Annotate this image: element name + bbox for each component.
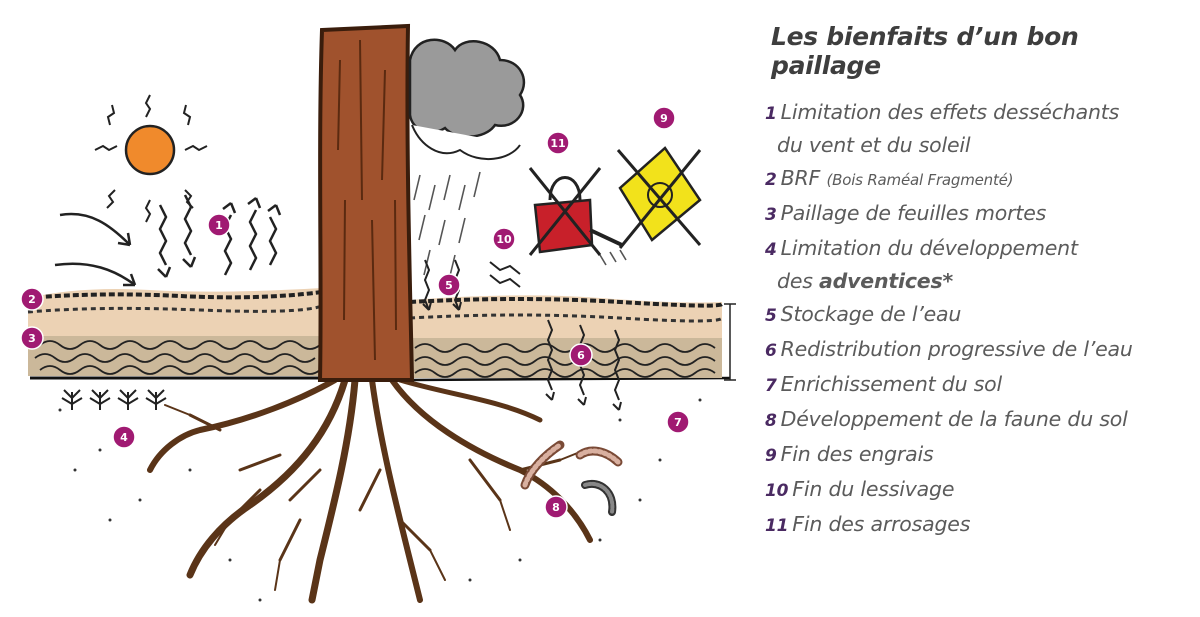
marker-1: 1 bbox=[207, 213, 231, 237]
legend-number: 5 bbox=[765, 306, 777, 326]
water-arrows bbox=[422, 259, 622, 411]
legend-text: Fin des arrosages bbox=[792, 512, 971, 536]
mulch-layers-right bbox=[409, 295, 736, 381]
legend-text: Redistribution progressive de l’eau bbox=[780, 337, 1133, 361]
marker-8: 8 bbox=[544, 495, 568, 519]
fertilizer-bag-icon bbox=[616, 146, 702, 249]
legend-text-bold: adventices* bbox=[819, 269, 954, 293]
wind-arrows bbox=[54, 194, 282, 287]
tree-trunk bbox=[317, 23, 415, 382]
soil-surface bbox=[30, 376, 731, 382]
svg-text:3: 3 bbox=[28, 332, 36, 345]
svg-text:1: 1 bbox=[215, 219, 223, 232]
legend-text-continued: des adventices* bbox=[765, 265, 1195, 298]
legend-text: Fin des engrais bbox=[780, 442, 934, 466]
legend-text: Stockage de l’eau bbox=[780, 302, 962, 326]
marker-4: 4 bbox=[112, 425, 136, 449]
legend-note: (Bois Raméal Fragmenté) bbox=[826, 171, 1014, 189]
legend-number: 9 bbox=[765, 446, 777, 466]
legend-text: BRF bbox=[780, 166, 821, 190]
legend-number: 3 bbox=[765, 205, 777, 225]
svg-text:9: 9 bbox=[660, 112, 668, 125]
legend-number: 7 bbox=[765, 376, 777, 396]
legend-number: 10 bbox=[765, 481, 789, 501]
weed-seedlings bbox=[61, 389, 167, 410]
legend-number: 11 bbox=[765, 516, 789, 536]
marker-9: 9 bbox=[652, 106, 676, 130]
svg-text:7: 7 bbox=[674, 416, 682, 429]
svg-text:10: 10 bbox=[496, 233, 512, 246]
legend-number: 1 bbox=[765, 104, 777, 124]
mulching-illustration: 1 2 3 4 5 6 7 8 9 10 11 bbox=[20, 23, 736, 604]
legend-number: 8 bbox=[765, 411, 777, 431]
legend-number: 6 bbox=[765, 341, 777, 361]
marker-11: 11 bbox=[546, 131, 570, 155]
marker-3: 3 bbox=[20, 326, 44, 350]
svg-text:6: 6 bbox=[577, 349, 585, 362]
legend-text: Paillage de feuilles mortes bbox=[780, 201, 1047, 225]
soil-particles bbox=[58, 398, 702, 602]
watering-can-icon bbox=[528, 167, 627, 266]
soil-fauna bbox=[520, 440, 623, 516]
marker-7: 7 bbox=[666, 410, 690, 434]
legend-text: Fin du lessivage bbox=[792, 477, 955, 501]
legend-text-prefix: des bbox=[777, 269, 820, 293]
svg-text:5: 5 bbox=[445, 279, 453, 292]
svg-text:11: 11 bbox=[550, 137, 565, 150]
svg-text:4: 4 bbox=[120, 431, 128, 444]
marker-5: 5 bbox=[437, 273, 461, 297]
marker-6: 6 bbox=[569, 343, 593, 367]
marker-2: 2 bbox=[20, 287, 44, 311]
marker-10: 10 bbox=[492, 227, 516, 251]
legend-text: Limitation du développement bbox=[780, 236, 1078, 260]
legend-number: 4 bbox=[765, 240, 777, 260]
svg-text:8: 8 bbox=[552, 501, 560, 514]
legend-number: 2 bbox=[765, 170, 777, 190]
legend-title: Les bienfaits d’un bon paillage bbox=[771, 22, 1079, 80]
sun-icon bbox=[94, 94, 208, 223]
legend-text: Enrichissement du sol bbox=[780, 372, 1003, 396]
tree-roots bbox=[147, 376, 593, 604]
legend-text: Limitation des effets desséchants bbox=[780, 100, 1120, 124]
mulch-layers-left bbox=[27, 288, 323, 376]
svg-text:2: 2 bbox=[28, 293, 36, 306]
legend-text-continued: du vent et du soleil bbox=[777, 133, 971, 157]
rain-cloud-icon bbox=[408, 38, 526, 281]
legend-text: Développement de la faune du sol bbox=[780, 407, 1128, 431]
